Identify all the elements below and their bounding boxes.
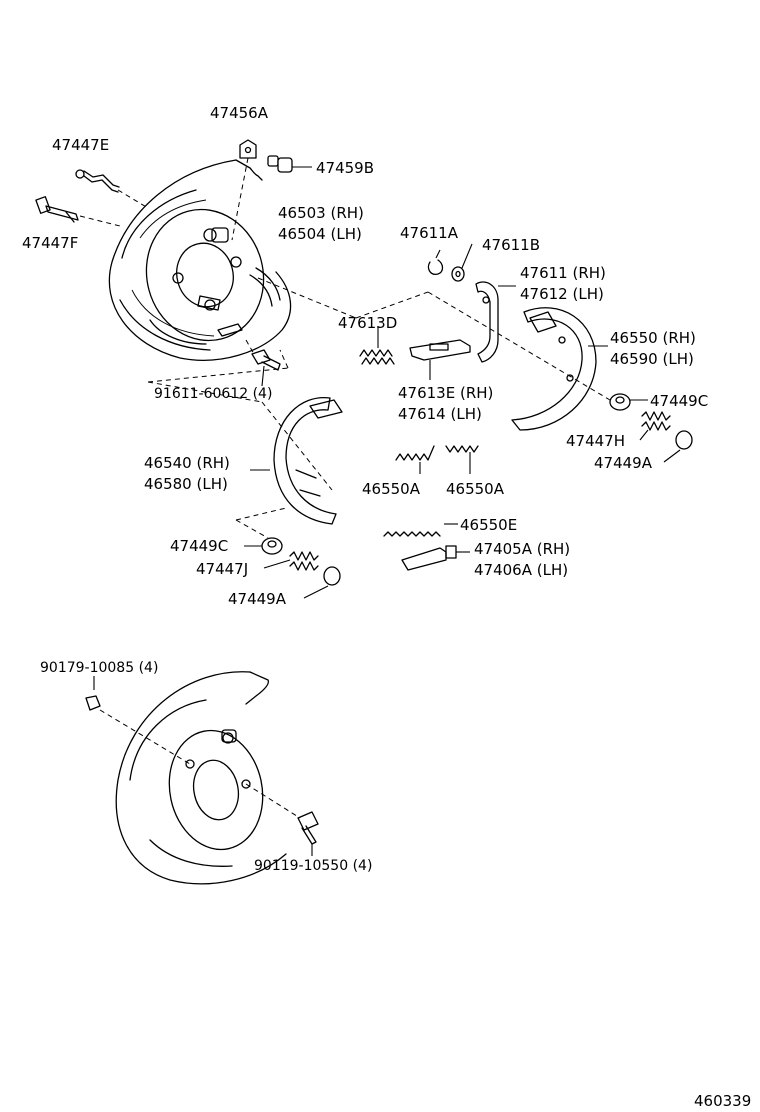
label-46550A-1: 46550A <box>362 480 421 498</box>
spring-46550E <box>383 523 458 537</box>
bolt-90119 <box>245 783 319 856</box>
bolt-91611 <box>147 339 289 387</box>
label-47447J: 47447J <box>196 560 248 578</box>
cup-47449C-right <box>609 393 648 411</box>
label-46550A-2: 46550A <box>446 480 505 498</box>
label-47456A: 47456A <box>210 104 269 122</box>
wire-47447E <box>75 169 149 209</box>
spring-46550A-2 <box>445 445 479 474</box>
illustration-number: 460339 <box>694 1092 751 1110</box>
clips-47613D <box>359 326 395 365</box>
cup-47449C-left <box>244 537 283 555</box>
label-47449C-left: 47449C <box>170 537 228 555</box>
label-46550E: 46550E <box>460 516 517 534</box>
label-47459B: 47459B <box>316 159 374 177</box>
label-47449A-left: 47449A <box>228 590 287 608</box>
shoe-46550 <box>511 307 608 431</box>
label-47612: 47612 (LH) <box>520 285 604 303</box>
nut-90179 <box>85 676 191 765</box>
label-91611: 91611-60612 (4) <box>154 386 272 402</box>
label-47613D: 47613D <box>338 314 397 332</box>
clip-47611A <box>427 249 444 275</box>
label-90119: 90119-10550 (4) <box>254 858 372 874</box>
pin-47449A-left <box>303 566 341 599</box>
label-46540: 46540 (RH) <box>144 454 230 472</box>
label-47614: 47614 (LH) <box>398 405 482 423</box>
spring-47447H <box>639 411 671 441</box>
strut-47613E <box>409 339 471 380</box>
label-46590: 46590 (LH) <box>610 350 694 368</box>
adjuster-47405A <box>401 545 470 571</box>
label-47447H: 47447H <box>566 432 625 450</box>
label-47447F: 47447F <box>22 234 78 252</box>
shoe-46540 <box>250 396 343 525</box>
dust-cover-lower <box>115 671 287 885</box>
label-47611B: 47611B <box>482 236 540 254</box>
label-47405A: 47405A (RH) <box>474 540 570 558</box>
label-46550: 46550 (RH) <box>610 329 696 347</box>
bolt-47447F <box>35 196 121 227</box>
label-46504: 46504 (LH) <box>278 225 362 243</box>
spring-47447J <box>263 551 319 571</box>
label-47406A: 47406A (LH) <box>474 561 568 579</box>
pin-47449A-right <box>663 430 693 463</box>
backing-plate-upper <box>108 159 292 361</box>
plug-47459B <box>267 155 312 173</box>
label-90179: 90179-10085 (4) <box>40 660 158 676</box>
spring-46550A-1 <box>395 445 435 474</box>
lever-47611 <box>475 281 516 363</box>
label-47447E: 47447E <box>52 136 109 154</box>
part-labels: 47456A 47447E 47459B 46503 (RH) 46504 (L… <box>22 104 751 1110</box>
label-47611: 47611 (RH) <box>520 264 606 282</box>
label-47611A: 47611A <box>400 224 459 242</box>
washer-47611B <box>451 243 473 282</box>
label-46580: 46580 (LH) <box>144 475 228 493</box>
bracket-47456A <box>231 139 257 241</box>
label-47613E: 47613E (RH) <box>398 384 493 402</box>
assembly-guides <box>147 277 611 539</box>
label-47449C-right: 47449C <box>650 392 708 410</box>
label-46503: 46503 (RH) <box>278 204 364 222</box>
label-47449A-right: 47449A <box>594 454 653 472</box>
